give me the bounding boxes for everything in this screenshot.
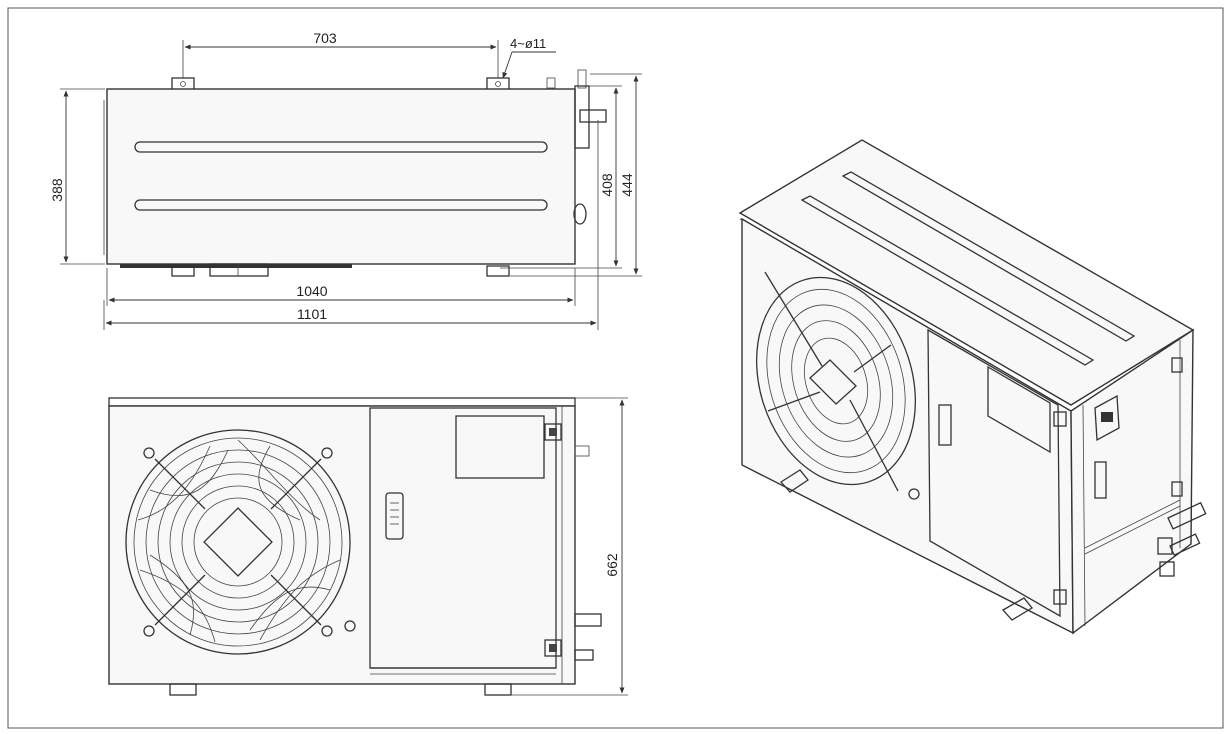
drain-plug [908, 488, 920, 500]
fan-bolt [143, 625, 155, 637]
label-body-width: 1040 [296, 283, 327, 299]
nameplate [987, 365, 1051, 454]
dimension-max-depth: 444 [510, 73, 642, 277]
service-valve [573, 203, 587, 225]
dimension-height: 662 [511, 397, 628, 696]
mounting-foot [171, 265, 195, 277]
label-height: 662 [604, 553, 620, 577]
hinge [544, 423, 562, 441]
service-valve [574, 649, 594, 661]
door-handle [938, 404, 952, 446]
fan-bolt [321, 447, 333, 459]
drawing-border [7, 7, 1224, 729]
label-top-depth: 388 [49, 178, 65, 202]
nameplate [455, 415, 545, 479]
mounting-foot [486, 265, 510, 277]
fan-bolt [321, 625, 333, 637]
dimension-mounting-holes: 4~ø11 [502, 36, 556, 79]
top-slot [800, 195, 1095, 366]
drain-plug [344, 620, 356, 632]
hinge [544, 639, 562, 657]
hinge [1171, 481, 1183, 497]
dimension-overall-depth: 408 [500, 85, 622, 269]
label-fixing-pitch: 703 [313, 30, 337, 46]
mounting-foot [484, 683, 512, 696]
dimension-top-depth: 388 [49, 88, 105, 265]
hinge [1171, 357, 1183, 373]
mounting-foot [780, 469, 809, 493]
door-handle [385, 492, 404, 540]
label-overall-depth: 408 [599, 173, 615, 197]
access-door [927, 328, 1061, 618]
hinge [1053, 411, 1067, 427]
dimension-body-width: 1040 [106, 268, 576, 306]
fan-guard [125, 429, 351, 655]
fan-motor [809, 359, 857, 405]
hinge [1053, 589, 1067, 605]
dimension-overall-width: 1101 [103, 120, 599, 330]
fan-motor [203, 507, 273, 577]
top-slot [841, 171, 1136, 342]
fan-guard [755, 271, 917, 492]
iso-side-face [1070, 328, 1194, 635]
side-handle [1094, 461, 1107, 499]
isometric-view [738, 139, 1207, 635]
top-slot [134, 199, 548, 211]
isolator-switch [1094, 394, 1120, 442]
mounting-foot [169, 683, 197, 696]
service-valve [574, 445, 590, 457]
dimension-fixing-pitch: 703 [182, 30, 499, 78]
service-valve [579, 109, 607, 123]
service-valve [574, 613, 602, 627]
service-valve [1157, 501, 1207, 577]
label-overall-width: 1101 [297, 306, 327, 322]
top-view-body [106, 88, 576, 265]
top-slot [134, 141, 548, 153]
front-view [108, 397, 602, 696]
fan-bolt [143, 447, 155, 459]
mounting-foot [486, 77, 510, 91]
top-view [103, 69, 607, 277]
label-max-depth: 444 [619, 173, 635, 197]
label-mounting-holes: 4~ø11 [510, 36, 546, 51]
mounting-foot [1001, 597, 1033, 621]
mounting-foot [171, 77, 195, 91]
